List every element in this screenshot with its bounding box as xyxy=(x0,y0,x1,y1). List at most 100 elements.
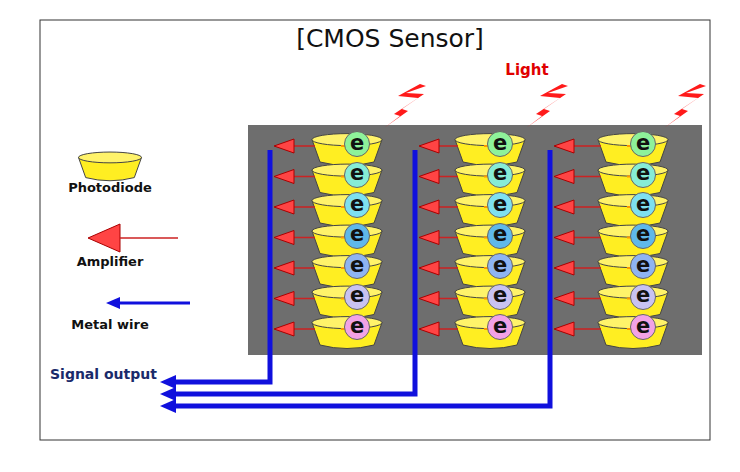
amplifier xyxy=(554,322,574,336)
amplifier xyxy=(554,170,574,184)
electron-circle: e xyxy=(487,162,513,188)
metal-wire xyxy=(172,150,270,382)
amp-lead xyxy=(437,176,458,178)
electron-circle: e xyxy=(344,192,370,218)
electron-circle: e xyxy=(630,253,656,279)
electron-label: e xyxy=(350,316,364,337)
amplifier xyxy=(419,231,439,245)
metal-wire xyxy=(172,150,415,394)
amp-lead xyxy=(572,267,601,269)
electron-circle: e xyxy=(344,162,370,188)
electron-label: e xyxy=(350,285,364,306)
amplifier-sample-lead xyxy=(120,237,178,239)
amplifier-sample xyxy=(88,224,120,252)
electron-label: e xyxy=(636,133,650,154)
electron-label: e xyxy=(636,163,650,184)
electron-circle: e xyxy=(630,192,656,218)
amplifier xyxy=(554,231,574,245)
amp-lead xyxy=(437,328,458,330)
amp-lead xyxy=(572,176,601,178)
electron-label: e xyxy=(493,133,507,154)
amp-lead xyxy=(572,206,601,208)
electron-circle: e xyxy=(487,253,513,279)
diagram-title: [CMOS Sensor] xyxy=(296,24,484,53)
electron-circle: e xyxy=(344,284,370,310)
electron-label: e xyxy=(636,316,650,337)
electron-circle: e xyxy=(344,314,370,340)
amplifier xyxy=(419,261,439,275)
electron-label: e xyxy=(350,133,364,154)
amp-lead xyxy=(437,145,458,147)
electron-circle: e xyxy=(344,253,370,279)
light-bolt xyxy=(664,84,706,128)
amp-lead xyxy=(437,237,458,239)
light-bolt xyxy=(526,84,568,128)
amplifier xyxy=(554,200,574,214)
amp-lead xyxy=(292,267,315,269)
electron-circle: e xyxy=(344,223,370,249)
amplifier xyxy=(274,292,294,306)
electron-circle: e xyxy=(630,223,656,249)
wire-sample-head xyxy=(106,297,120,309)
amplifier xyxy=(419,292,439,306)
electron-circle: e xyxy=(487,284,513,310)
electron-circle: e xyxy=(630,131,656,157)
wire-sample xyxy=(118,302,190,305)
sensor-panel xyxy=(248,125,702,355)
legend-text: Metal wire xyxy=(71,317,148,332)
signal-output-label: Signal output xyxy=(50,366,157,382)
amplifier xyxy=(419,322,439,336)
electron-label: e xyxy=(636,285,650,306)
electron-label: e xyxy=(350,224,364,245)
amplifier xyxy=(419,139,439,153)
electron-label: e xyxy=(636,224,650,245)
amp-lead xyxy=(572,298,601,300)
electron-circle: e xyxy=(487,314,513,340)
amplifier xyxy=(274,261,294,275)
amp-lead xyxy=(292,328,315,330)
amplifier xyxy=(274,139,294,153)
amplifier xyxy=(274,170,294,184)
legend-text: Photodiode xyxy=(68,180,152,195)
electron-label: e xyxy=(493,316,507,337)
electron-circle: e xyxy=(344,131,370,157)
amp-lead xyxy=(437,206,458,208)
amp-lead xyxy=(572,237,601,239)
amp-lead xyxy=(292,298,315,300)
frame xyxy=(40,20,710,440)
amplifier xyxy=(419,200,439,214)
legend-text: Amplifier xyxy=(77,254,144,269)
amplifier xyxy=(554,139,574,153)
electron-label: e xyxy=(350,163,364,184)
amplifier xyxy=(274,200,294,214)
amp-lead xyxy=(292,176,315,178)
electron-label: e xyxy=(493,224,507,245)
electron-circle: e xyxy=(487,192,513,218)
amp-lead xyxy=(292,237,315,239)
electron-circle: e xyxy=(487,131,513,157)
amp-lead xyxy=(437,298,458,300)
electron-label: e xyxy=(350,255,364,276)
amplifier xyxy=(419,170,439,184)
electron-label: e xyxy=(636,194,650,215)
wire-arrowhead xyxy=(160,375,176,389)
metal-wire xyxy=(172,150,550,406)
amp-lead xyxy=(437,267,458,269)
amp-lead xyxy=(572,145,601,147)
electron-label: e xyxy=(493,285,507,306)
electron-circle: e xyxy=(630,162,656,188)
amp-lead xyxy=(292,145,315,147)
amplifier xyxy=(554,292,574,306)
amplifier xyxy=(554,261,574,275)
wire-arrowhead xyxy=(160,399,176,413)
electron-circle: e xyxy=(630,314,656,340)
amplifier xyxy=(274,322,294,336)
light-label: Light xyxy=(505,61,548,79)
light-bolt xyxy=(384,84,426,128)
electron-circle: e xyxy=(487,223,513,249)
amp-lead xyxy=(292,206,315,208)
amplifier xyxy=(274,231,294,245)
electron-label: e xyxy=(350,194,364,215)
electron-circle: e xyxy=(630,284,656,310)
